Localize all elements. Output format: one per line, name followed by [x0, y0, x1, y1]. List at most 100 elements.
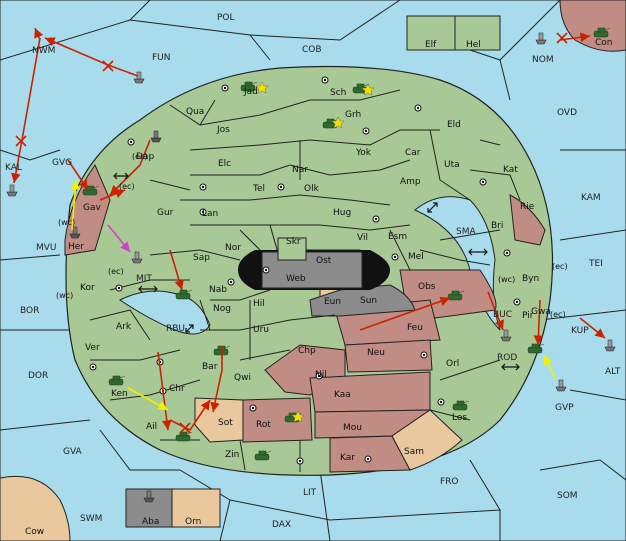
land-label: Lan — [202, 209, 218, 219]
land-label: Neu — [367, 348, 385, 358]
land-label: Con — [595, 38, 613, 48]
coast-label: (ec) — [552, 262, 568, 271]
sea-label: SMA — [456, 227, 476, 237]
army-unit — [175, 431, 193, 442]
land-Elf[interactable] — [406, 15, 456, 51]
fleet-unit — [150, 130, 162, 143]
sea-label: SWM — [80, 514, 102, 524]
sea-label: DOR — [28, 371, 48, 381]
star-marker — [291, 410, 305, 423]
fleet-unit — [143, 490, 155, 503]
land-label: Web — [286, 274, 306, 284]
fleet-unit — [6, 184, 18, 197]
land-label: Gav — [83, 203, 101, 213]
sea-label: OVD — [557, 108, 577, 118]
land-label: Rot — [256, 420, 271, 430]
land-label: Elc — [218, 159, 231, 169]
star-marker — [331, 116, 345, 129]
land-label: Mou — [343, 423, 362, 433]
sea-label: FUN — [152, 53, 171, 63]
coast-labels: (wc) (ec) (ec) (wc) (ec) (ec) (wc) (ec) — [56, 152, 568, 319]
coast-label: (ec) — [108, 267, 124, 276]
land-label: Elf — [425, 40, 437, 50]
sea-label: ALT — [605, 367, 621, 377]
land-label: Chr — [169, 384, 185, 394]
sea-label: KUP — [571, 326, 589, 336]
land-label: Nab — [209, 285, 227, 295]
land-label: Bar — [202, 362, 218, 372]
sea-labels: POL FUN COB NWM NOM KAL OVD GVG MVU KAM … — [5, 13, 621, 530]
land-label: Sap — [193, 253, 210, 263]
land-Cow[interactable] — [0, 475, 71, 541]
land-label: Gwa — [531, 307, 551, 317]
retreat-stars — [255, 81, 375, 423]
land-label: Pir — [522, 311, 534, 321]
sea-label: KAL — [5, 163, 22, 173]
land-label: Hug — [333, 208, 351, 218]
land-label: Kat — [503, 165, 518, 175]
sea-label: TEI — [588, 259, 603, 269]
land-label: Vil — [357, 233, 368, 243]
army-unit — [108, 375, 126, 386]
land-label: Orn — [185, 517, 201, 527]
land-label: Nog — [213, 304, 231, 314]
land-Skr[interactable] — [277, 237, 307, 261]
sea-label: ROD — [497, 353, 517, 363]
land-Orn[interactable] — [171, 488, 221, 528]
land-Sun[interactable] — [309, 284, 416, 317]
sea-label: LIT — [303, 488, 317, 498]
land-label: Yok — [355, 148, 372, 158]
land-label: Jos — [216, 125, 230, 135]
land-label: Eun — [324, 297, 341, 307]
sea-label: RBU — [166, 324, 185, 334]
land-Hel[interactable] — [454, 15, 501, 51]
land-label: Olk — [304, 184, 320, 194]
land-label: Orl — [446, 359, 459, 369]
land-label: Amp — [400, 177, 421, 187]
sea-label: GVP — [555, 403, 574, 413]
land-label: Kaa — [334, 390, 351, 400]
land-label: Dap — [136, 152, 154, 162]
land-Rie[interactable] — [509, 194, 546, 246]
land-label: Kar — [340, 453, 355, 463]
land-label: Cow — [25, 527, 44, 537]
land-label: Hel — [466, 40, 481, 50]
land-label: Feu — [407, 323, 423, 333]
land-label: Nar — [292, 165, 308, 175]
sea-label: BUC — [493, 310, 512, 320]
land-label: Skr — [286, 237, 301, 247]
land-label: Sch — [330, 88, 346, 98]
land-label: Esm — [388, 232, 407, 242]
land-Kaa[interactable] — [309, 371, 431, 413]
land-label: Sam — [404, 447, 424, 457]
coast-label: (ec) — [119, 182, 135, 191]
failed-marks — [15, 32, 568, 434]
land-label: Nor — [225, 243, 241, 253]
land-label: Sun — [360, 296, 377, 306]
land-label: Byn — [522, 274, 539, 284]
land-labels: Jad Sch Qua Jos Grh Eld Dap Yok Car Elc … — [25, 38, 613, 537]
land-label: Her — [68, 242, 84, 252]
sea-label: POL — [217, 13, 235, 23]
land-Web[interactable] — [261, 251, 363, 289]
land-label: Sot — [218, 418, 233, 428]
land-Neu[interactable] — [344, 339, 433, 373]
land-label: Ver — [85, 343, 100, 353]
land-label: Jad — [243, 87, 258, 97]
land-label: Zin — [225, 450, 239, 460]
fleet-unit — [604, 339, 616, 352]
coast-label: (ec) — [132, 152, 148, 161]
star-marker — [361, 83, 375, 96]
land-label: Ost — [316, 256, 332, 266]
sea-label: MIT — [136, 274, 152, 284]
convoy-orders — [107, 224, 131, 253]
sea-label: NWM — [32, 46, 55, 56]
land-label: Uta — [444, 160, 460, 170]
army-unit — [452, 400, 470, 411]
land-label: Obs — [418, 282, 436, 292]
sea-label: MVU — [36, 243, 57, 253]
land-Sam[interactable] — [391, 409, 463, 471]
land-label: Tel — [252, 184, 265, 194]
land-label: Eld — [447, 120, 461, 130]
